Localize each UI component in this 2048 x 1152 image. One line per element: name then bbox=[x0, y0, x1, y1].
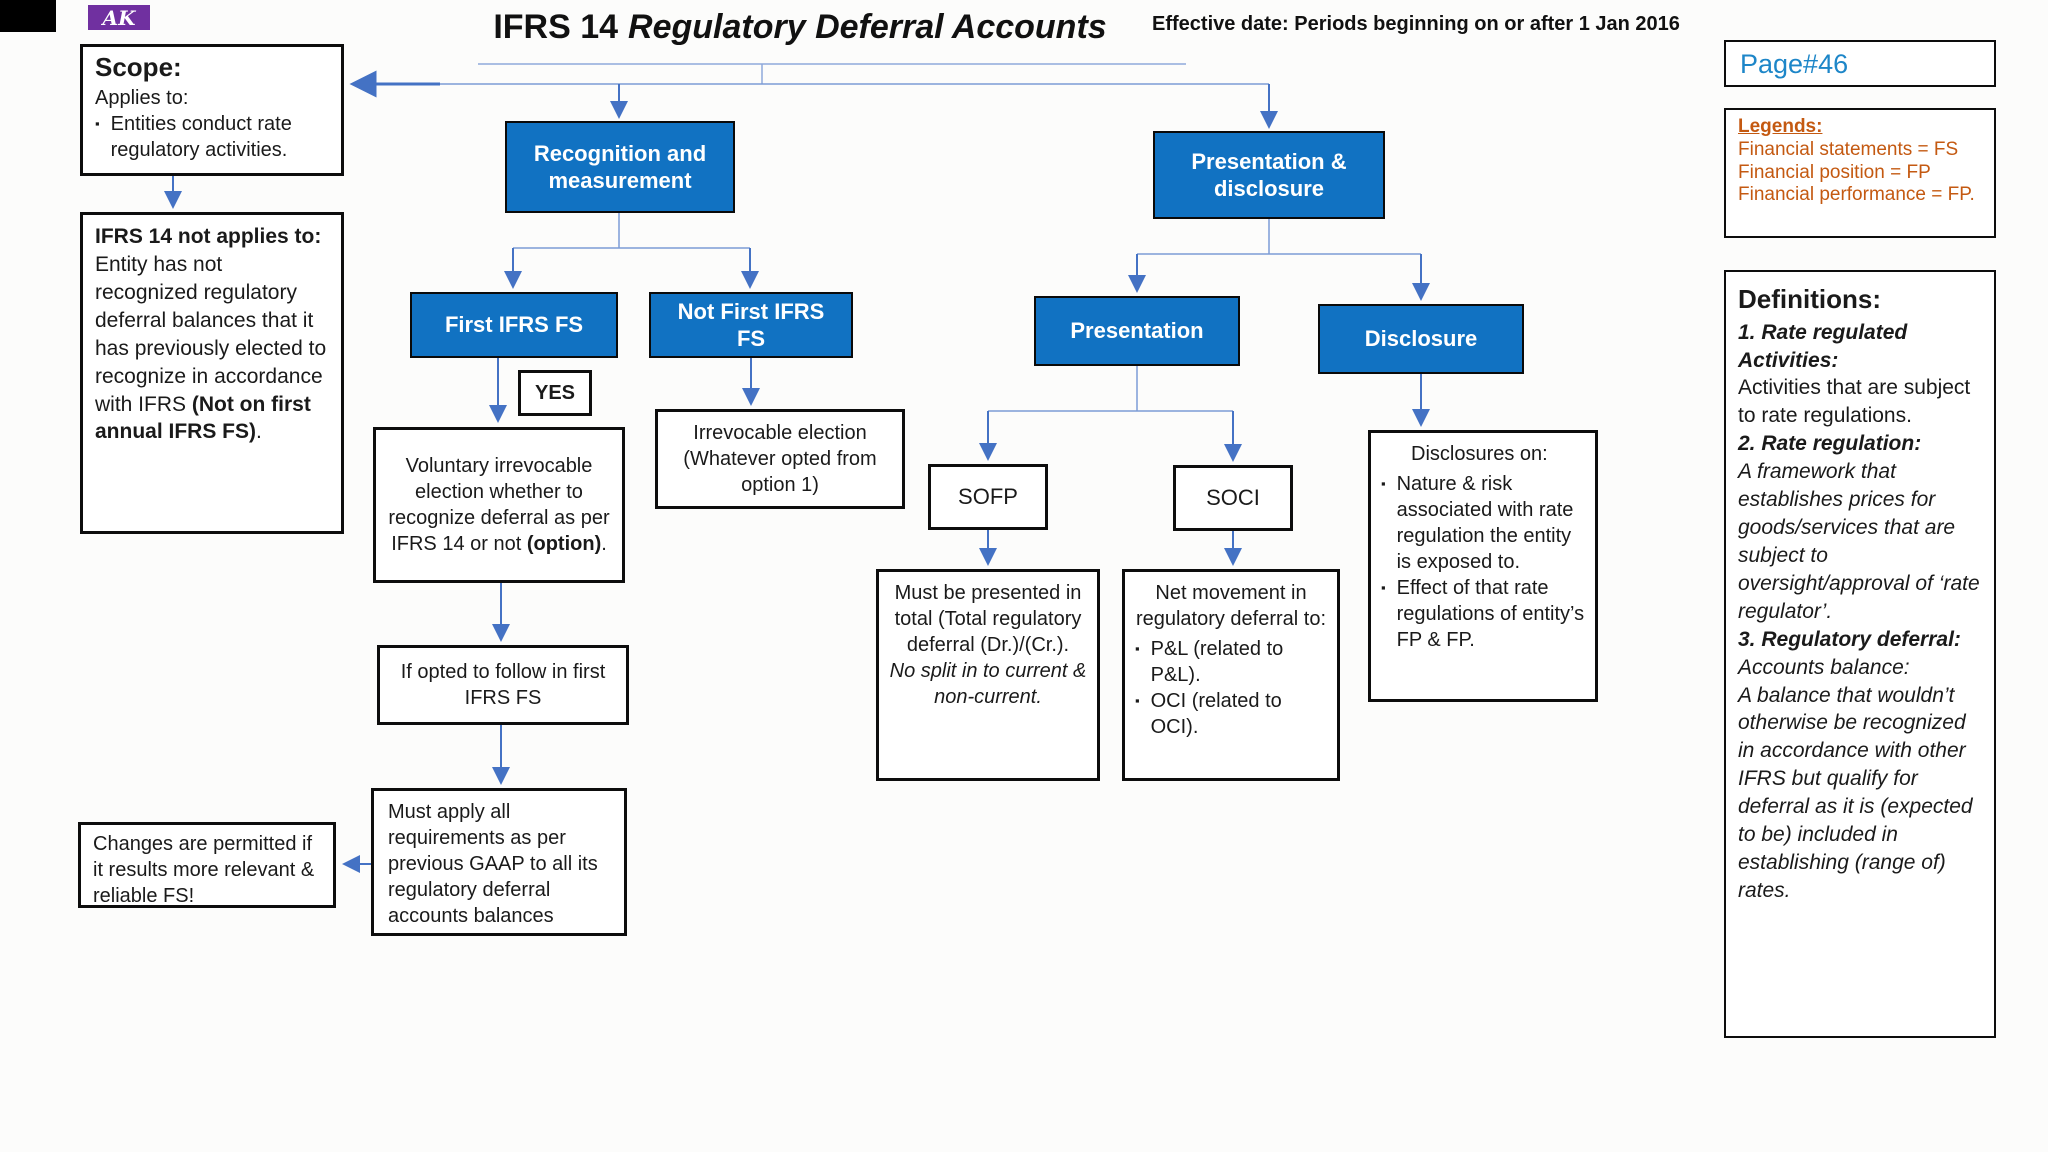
scope-bullet: Entities conduct rate regulatory activit… bbox=[110, 112, 292, 161]
must-apply-box: Must apply all requirements as per previ… bbox=[371, 788, 627, 936]
not-applies-title: IFRS 14 not applies to: bbox=[95, 225, 322, 248]
definitions-box: Definitions: 1. Rate regulated Activitie… bbox=[1724, 270, 1996, 1038]
definition-term: 2. Rate regulation: bbox=[1738, 432, 1922, 456]
disclosure-node: Disclosure bbox=[1318, 304, 1524, 374]
logo-text: AK bbox=[102, 5, 136, 30]
legend-item: Financial position = FP bbox=[1738, 161, 1931, 183]
definition-term: 3. Regulatory deferral: bbox=[1738, 627, 1961, 651]
definition-term: 1. Rate regulated Activities: bbox=[1738, 320, 1908, 372]
title-italic: Regulatory Deferral Accounts bbox=[628, 8, 1107, 46]
definition-text: A framework that establishes prices for … bbox=[1738, 460, 1980, 623]
presentation-disclosure-node: Presentation & disclosure bbox=[1153, 131, 1385, 219]
legends-title: Legends: bbox=[1738, 116, 1823, 137]
changes-permitted-box: Changes are permitted if it results more… bbox=[78, 822, 336, 908]
scope-title: Scope: bbox=[95, 52, 182, 82]
legend-item: Financial statements = FS bbox=[1738, 138, 1959, 160]
bullet-square: ▪ bbox=[1135, 693, 1140, 708]
not-applies-box: IFRS 14 not applies to: Entity has not r… bbox=[80, 212, 344, 534]
sofp-box: SOFP bbox=[928, 464, 1048, 530]
first-ifrs-node: First IFRS FS bbox=[410, 292, 618, 358]
must-be-presented-box: Must be presented in total (Total regula… bbox=[876, 569, 1100, 781]
not-first-ifrs-node: Not First IFRS FS bbox=[649, 292, 853, 358]
title-prefix: IFRS 14 bbox=[493, 8, 619, 46]
definition-text: Activities that are subject to rate regu… bbox=[1738, 376, 1971, 428]
not-applies-body: Entity has not recognized regulatory def… bbox=[95, 252, 327, 444]
disclosures-header: Disclosures on: bbox=[1411, 443, 1548, 465]
author-logo: AK bbox=[88, 5, 150, 30]
yes-label-box: YES bbox=[518, 370, 592, 416]
effective-date: Effective date: Periods beginning on or … bbox=[1152, 13, 1680, 35]
net-movement-header: Net movement in regulatory deferral to: bbox=[1135, 582, 1327, 630]
scope-subtitle: Applies to: bbox=[95, 86, 189, 109]
recognition-node: Recognition and measurement bbox=[505, 121, 735, 213]
screen-corner-black bbox=[0, 0, 56, 32]
title-underline bbox=[478, 63, 1186, 84]
soci-box: SOCI bbox=[1173, 465, 1293, 531]
if-opted-box: If opted to follow in first IFRS FS bbox=[377, 645, 629, 725]
page-number: Page#46 bbox=[1740, 49, 1849, 79]
irrevocable-election-box: Irrevocable election (Whatever opted fro… bbox=[655, 409, 905, 509]
page-number-box: Page#46 bbox=[1724, 40, 1996, 87]
bullet-square: ▪ bbox=[1381, 476, 1386, 491]
scope-box: Scope: Applies to: ▪ Entities conduct ra… bbox=[80, 44, 344, 176]
presentation-node: Presentation bbox=[1034, 296, 1240, 366]
bullet-square: ▪ bbox=[1135, 641, 1140, 656]
net-movement-box: Net movement in regulatory deferral to: … bbox=[1122, 569, 1340, 781]
voluntary-election-box: Voluntary irrevocable election whether t… bbox=[373, 427, 625, 583]
legend-item: Financial performance = FP. bbox=[1738, 184, 1975, 206]
disclosures-on-box: Disclosures on: ▪ Nature & risk associat… bbox=[1368, 430, 1598, 702]
bullet-square: ▪ bbox=[1381, 580, 1386, 595]
legends-box: Legends: Financial statements = FS Finan… bbox=[1724, 108, 1996, 238]
bullet-square: ▪ bbox=[95, 115, 100, 131]
definition-text: Accounts balance: A balance that wouldn’… bbox=[1738, 655, 1973, 903]
definitions-title: Definitions: bbox=[1738, 284, 1881, 314]
